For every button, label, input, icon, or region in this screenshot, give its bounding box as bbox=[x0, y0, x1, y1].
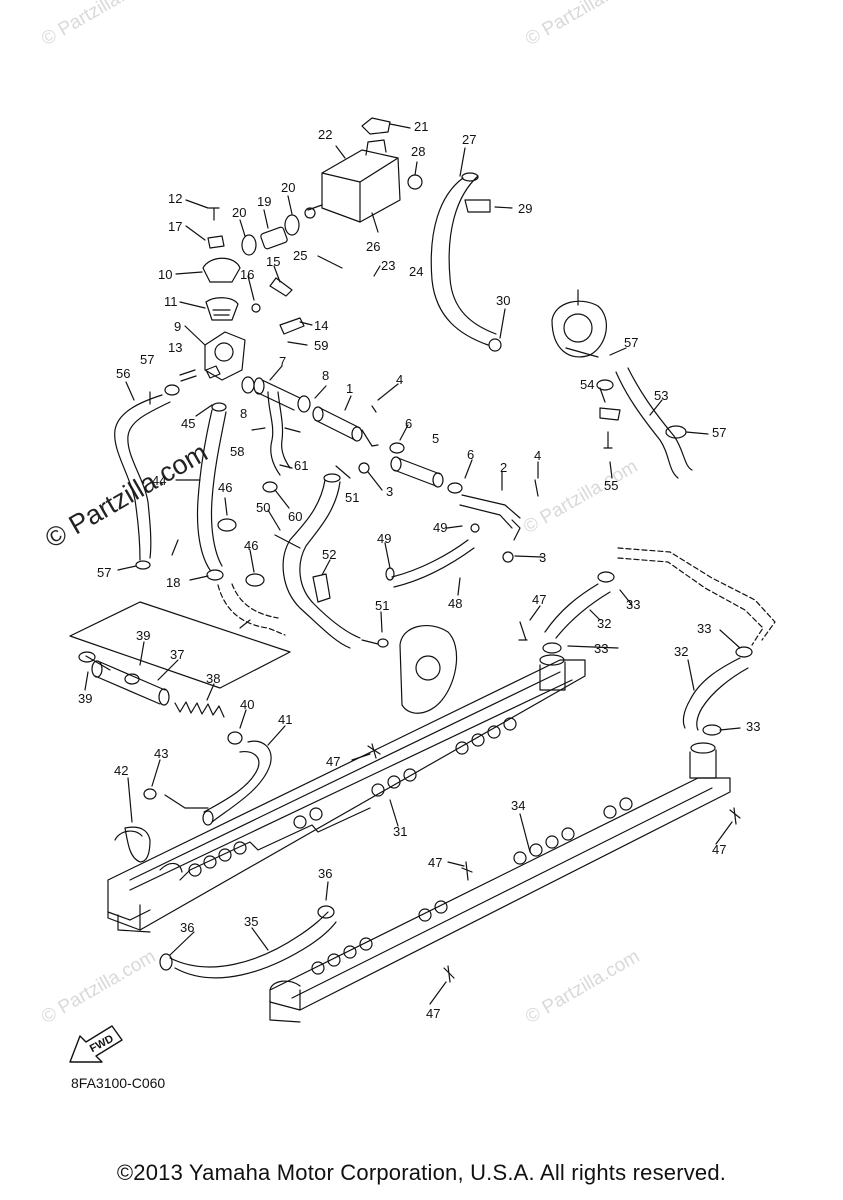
callout-49b: 49 bbox=[377, 531, 391, 546]
heat-exchanger-34 bbox=[269, 742, 731, 1023]
callout-53: 53 bbox=[654, 388, 668, 403]
callout-numbers: 21 22 27 28 29 30 12 17 20 19 20 25 26 2… bbox=[78, 119, 760, 1021]
callout-47c: 47 bbox=[428, 855, 442, 870]
callout-33b: 33 bbox=[594, 641, 608, 656]
callout-33d: 33 bbox=[746, 719, 760, 734]
callout-18: 18 bbox=[166, 575, 180, 590]
callout-32a: 32 bbox=[597, 616, 611, 631]
callout-57b: 57 bbox=[97, 565, 111, 580]
callout-21: 21 bbox=[414, 119, 428, 134]
callout-57d: 57 bbox=[712, 425, 726, 440]
callout-42: 42 bbox=[114, 763, 128, 778]
callout-51b: 51 bbox=[375, 598, 389, 613]
callout-1: 1 bbox=[346, 381, 353, 396]
callout-51a: 51 bbox=[345, 490, 359, 505]
callout-31: 31 bbox=[393, 824, 407, 839]
callout-47e: 47 bbox=[426, 1006, 440, 1021]
callout-44: 44 bbox=[152, 473, 166, 488]
callout-36a: 36 bbox=[318, 866, 332, 881]
callout-30: 30 bbox=[496, 293, 510, 308]
callout-13: 13 bbox=[168, 340, 182, 355]
callout-47d: 47 bbox=[712, 842, 726, 857]
callout-4b: 4 bbox=[534, 448, 541, 463]
callout-32b: 32 bbox=[674, 644, 688, 659]
callout-22: 22 bbox=[318, 127, 332, 142]
callout-40: 40 bbox=[240, 697, 254, 712]
callout-23: 23 bbox=[381, 258, 395, 273]
callout-16: 16 bbox=[240, 267, 254, 282]
callout-50: 50 bbox=[256, 500, 270, 515]
callout-45: 45 bbox=[181, 416, 195, 431]
callout-8a: 8 bbox=[322, 368, 329, 383]
callout-14: 14 bbox=[314, 318, 328, 333]
heat-exchanger-31 bbox=[107, 654, 586, 933]
callout-9: 9 bbox=[174, 319, 181, 334]
callout-2: 2 bbox=[500, 460, 507, 475]
callout-56: 56 bbox=[116, 366, 130, 381]
callout-43: 43 bbox=[154, 746, 168, 761]
callout-26: 26 bbox=[366, 239, 380, 254]
water-pump-housing bbox=[551, 289, 607, 358]
callout-28: 28 bbox=[411, 144, 425, 159]
callout-38: 38 bbox=[206, 671, 220, 686]
callout-25: 25 bbox=[293, 248, 307, 263]
callout-35: 35 bbox=[244, 914, 258, 929]
callout-37: 37 bbox=[170, 647, 184, 662]
callout-54: 54 bbox=[580, 377, 594, 392]
callout-11: 11 bbox=[164, 294, 178, 309]
callout-55: 55 bbox=[604, 478, 618, 493]
copyright-notice: ©2013 Yamaha Motor Corporation, U.S.A. A… bbox=[116, 1160, 727, 1185]
thermostat-housing bbox=[179, 207, 305, 382]
callout-57a: 57 bbox=[140, 352, 154, 367]
callout-39b: 39 bbox=[78, 691, 92, 706]
hose-53 bbox=[615, 367, 693, 479]
callout-61: 61 bbox=[294, 458, 308, 473]
fwd-arrow-icon: FWD bbox=[69, 1025, 123, 1063]
callout-8b: 8 bbox=[240, 406, 247, 421]
callout-39a: 39 bbox=[136, 628, 150, 643]
callout-3b: 3 bbox=[539, 550, 546, 565]
callout-46b: 46 bbox=[244, 538, 258, 553]
callout-20a: 20 bbox=[232, 205, 246, 220]
callout-36b: 36 bbox=[180, 920, 194, 935]
callout-46a: 46 bbox=[218, 480, 232, 495]
callout-24: 24 bbox=[409, 264, 423, 279]
callout-47b: 47 bbox=[326, 754, 340, 769]
callout-20b: 20 bbox=[281, 180, 295, 195]
callout-49a: 49 bbox=[433, 520, 447, 535]
callout-12: 12 bbox=[168, 191, 182, 206]
callout-4a: 4 bbox=[396, 372, 403, 387]
callout-41: 41 bbox=[278, 712, 292, 727]
callout-10: 10 bbox=[158, 267, 172, 282]
callout-7: 7 bbox=[279, 354, 286, 369]
callout-6b: 6 bbox=[467, 447, 474, 462]
callout-15: 15 bbox=[266, 254, 280, 269]
callout-29: 29 bbox=[518, 201, 532, 216]
callout-6a: 6 bbox=[405, 416, 412, 431]
callout-27: 27 bbox=[462, 132, 476, 147]
callout-33c: 33 bbox=[697, 621, 711, 636]
coolant-reservoir bbox=[304, 117, 401, 233]
hose-27 bbox=[430, 172, 502, 352]
callout-19: 19 bbox=[257, 194, 271, 209]
callout-57c: 57 bbox=[624, 335, 638, 350]
callout-17: 17 bbox=[168, 219, 182, 234]
callout-52: 52 bbox=[322, 547, 336, 562]
callout-60: 60 bbox=[288, 509, 302, 524]
callout-34: 34 bbox=[511, 798, 525, 813]
callout-47a: 47 bbox=[532, 592, 546, 607]
callout-33a: 33 bbox=[626, 597, 640, 612]
callout-58: 58 bbox=[230, 444, 244, 459]
diagram-code: 8FA3100-C060 bbox=[71, 1075, 166, 1091]
callout-59: 59 bbox=[314, 338, 328, 353]
callout-3a: 3 bbox=[386, 484, 393, 499]
callout-48: 48 bbox=[448, 596, 462, 611]
callout-5: 5 bbox=[432, 431, 439, 446]
